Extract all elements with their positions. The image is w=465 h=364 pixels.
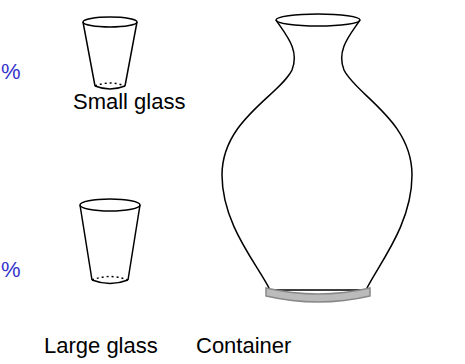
glass-label: Small glass	[73, 90, 185, 114]
vase-body	[222, 20, 412, 290]
glass-base	[92, 280, 128, 284]
glass-base-hidden	[92, 277, 128, 281]
container-vase	[222, 14, 412, 302]
glass-base-hidden	[95, 83, 125, 86]
glass-side	[80, 205, 140, 280]
glass-rim	[83, 17, 137, 27]
glass-side	[83, 22, 137, 86]
container-label: Container	[196, 334, 291, 358]
glass-base	[95, 86, 125, 89]
percent-sign: %	[1, 258, 21, 282]
vase-base	[266, 288, 370, 302]
glass-rim	[80, 199, 140, 211]
glass-label: Large glass	[44, 334, 158, 358]
small-glass	[83, 17, 137, 89]
percent-sign: %	[1, 60, 21, 84]
vase-rim	[276, 14, 360, 26]
large-glass	[80, 199, 140, 284]
